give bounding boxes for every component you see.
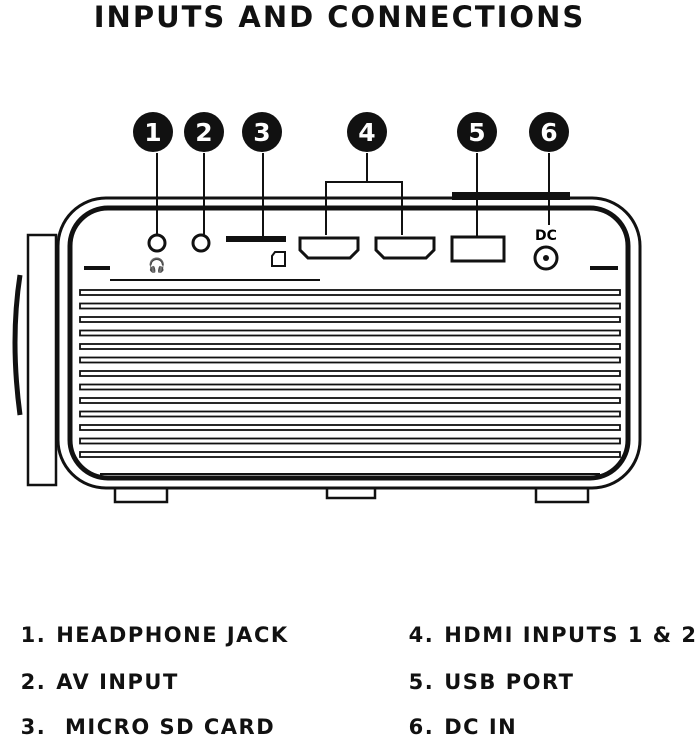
- sd-card-icon: [271, 251, 286, 267]
- svg-text:4: 4: [358, 118, 375, 147]
- vent-slat: [79, 329, 621, 337]
- legend-item-4: 4.HDMI INPUTS 1 & 2: [408, 623, 698, 647]
- callout-5: 5: [457, 112, 497, 152]
- callout-3: 3: [242, 112, 282, 152]
- foot-right: [534, 486, 590, 504]
- leader-lines: [156, 153, 550, 237]
- micro-sd-slot: [226, 236, 286, 242]
- dc-label: DC: [535, 228, 557, 244]
- legend-item-2: 2.AV INPUT: [20, 670, 179, 694]
- callout-1: 1: [133, 112, 173, 152]
- hdmi-port-2: [374, 236, 436, 260]
- av-input-port: [191, 233, 211, 253]
- vent-slat: [79, 383, 621, 391]
- legend-item-3: 3. MICRO SD CARD: [20, 715, 276, 739]
- callout-6: 6: [529, 112, 569, 152]
- vent-grille: [79, 266, 621, 475]
- svg-text:1: 1: [144, 118, 161, 147]
- handle-strap: [12, 274, 23, 416]
- legend-item-6: 6.DC IN: [408, 715, 518, 739]
- usb-port: [450, 235, 506, 263]
- svg-text:2: 2: [195, 118, 212, 147]
- vent-slat: [79, 302, 621, 310]
- dc-pin: [543, 255, 549, 261]
- svg-text:3: 3: [253, 118, 270, 147]
- vent-slat: [79, 410, 621, 418]
- headphone-jack-port: [147, 233, 167, 253]
- svg-text:5: 5: [468, 118, 485, 147]
- diagram-title: INPUTS AND CONNECTIONS: [93, 0, 586, 34]
- foot-center: [325, 486, 377, 500]
- vent-slat: [79, 316, 621, 323]
- top-vent: [452, 192, 570, 200]
- vent-slat: [79, 356, 621, 364]
- hdmi-port-1: [298, 236, 360, 260]
- callout-4: 4: [347, 112, 387, 152]
- legend-item-1: 1.HEADPHONE JACK: [20, 623, 289, 647]
- vent-slat: [79, 451, 621, 458]
- dc-in-port: [533, 245, 559, 271]
- vent-slat: [79, 343, 621, 350]
- callout-2: 2: [184, 112, 224, 152]
- vent-slat: [79, 424, 621, 431]
- headphone-icon: 🎧: [148, 257, 165, 274]
- side-panel: [26, 233, 58, 487]
- vent-slat: [79, 370, 621, 377]
- foot-left: [113, 486, 169, 504]
- projector-rear-diagram: 🎧 DC 1 2 3 4 5 6: [12, 112, 642, 504]
- svg-text:6: 6: [540, 118, 557, 147]
- vent-slat: [79, 437, 621, 445]
- vent-slat: [79, 289, 621, 296]
- projector-body-inner: [67, 205, 631, 481]
- legend-item-5: 5.USB PORT: [408, 670, 575, 694]
- vent-slat: [79, 397, 621, 404]
